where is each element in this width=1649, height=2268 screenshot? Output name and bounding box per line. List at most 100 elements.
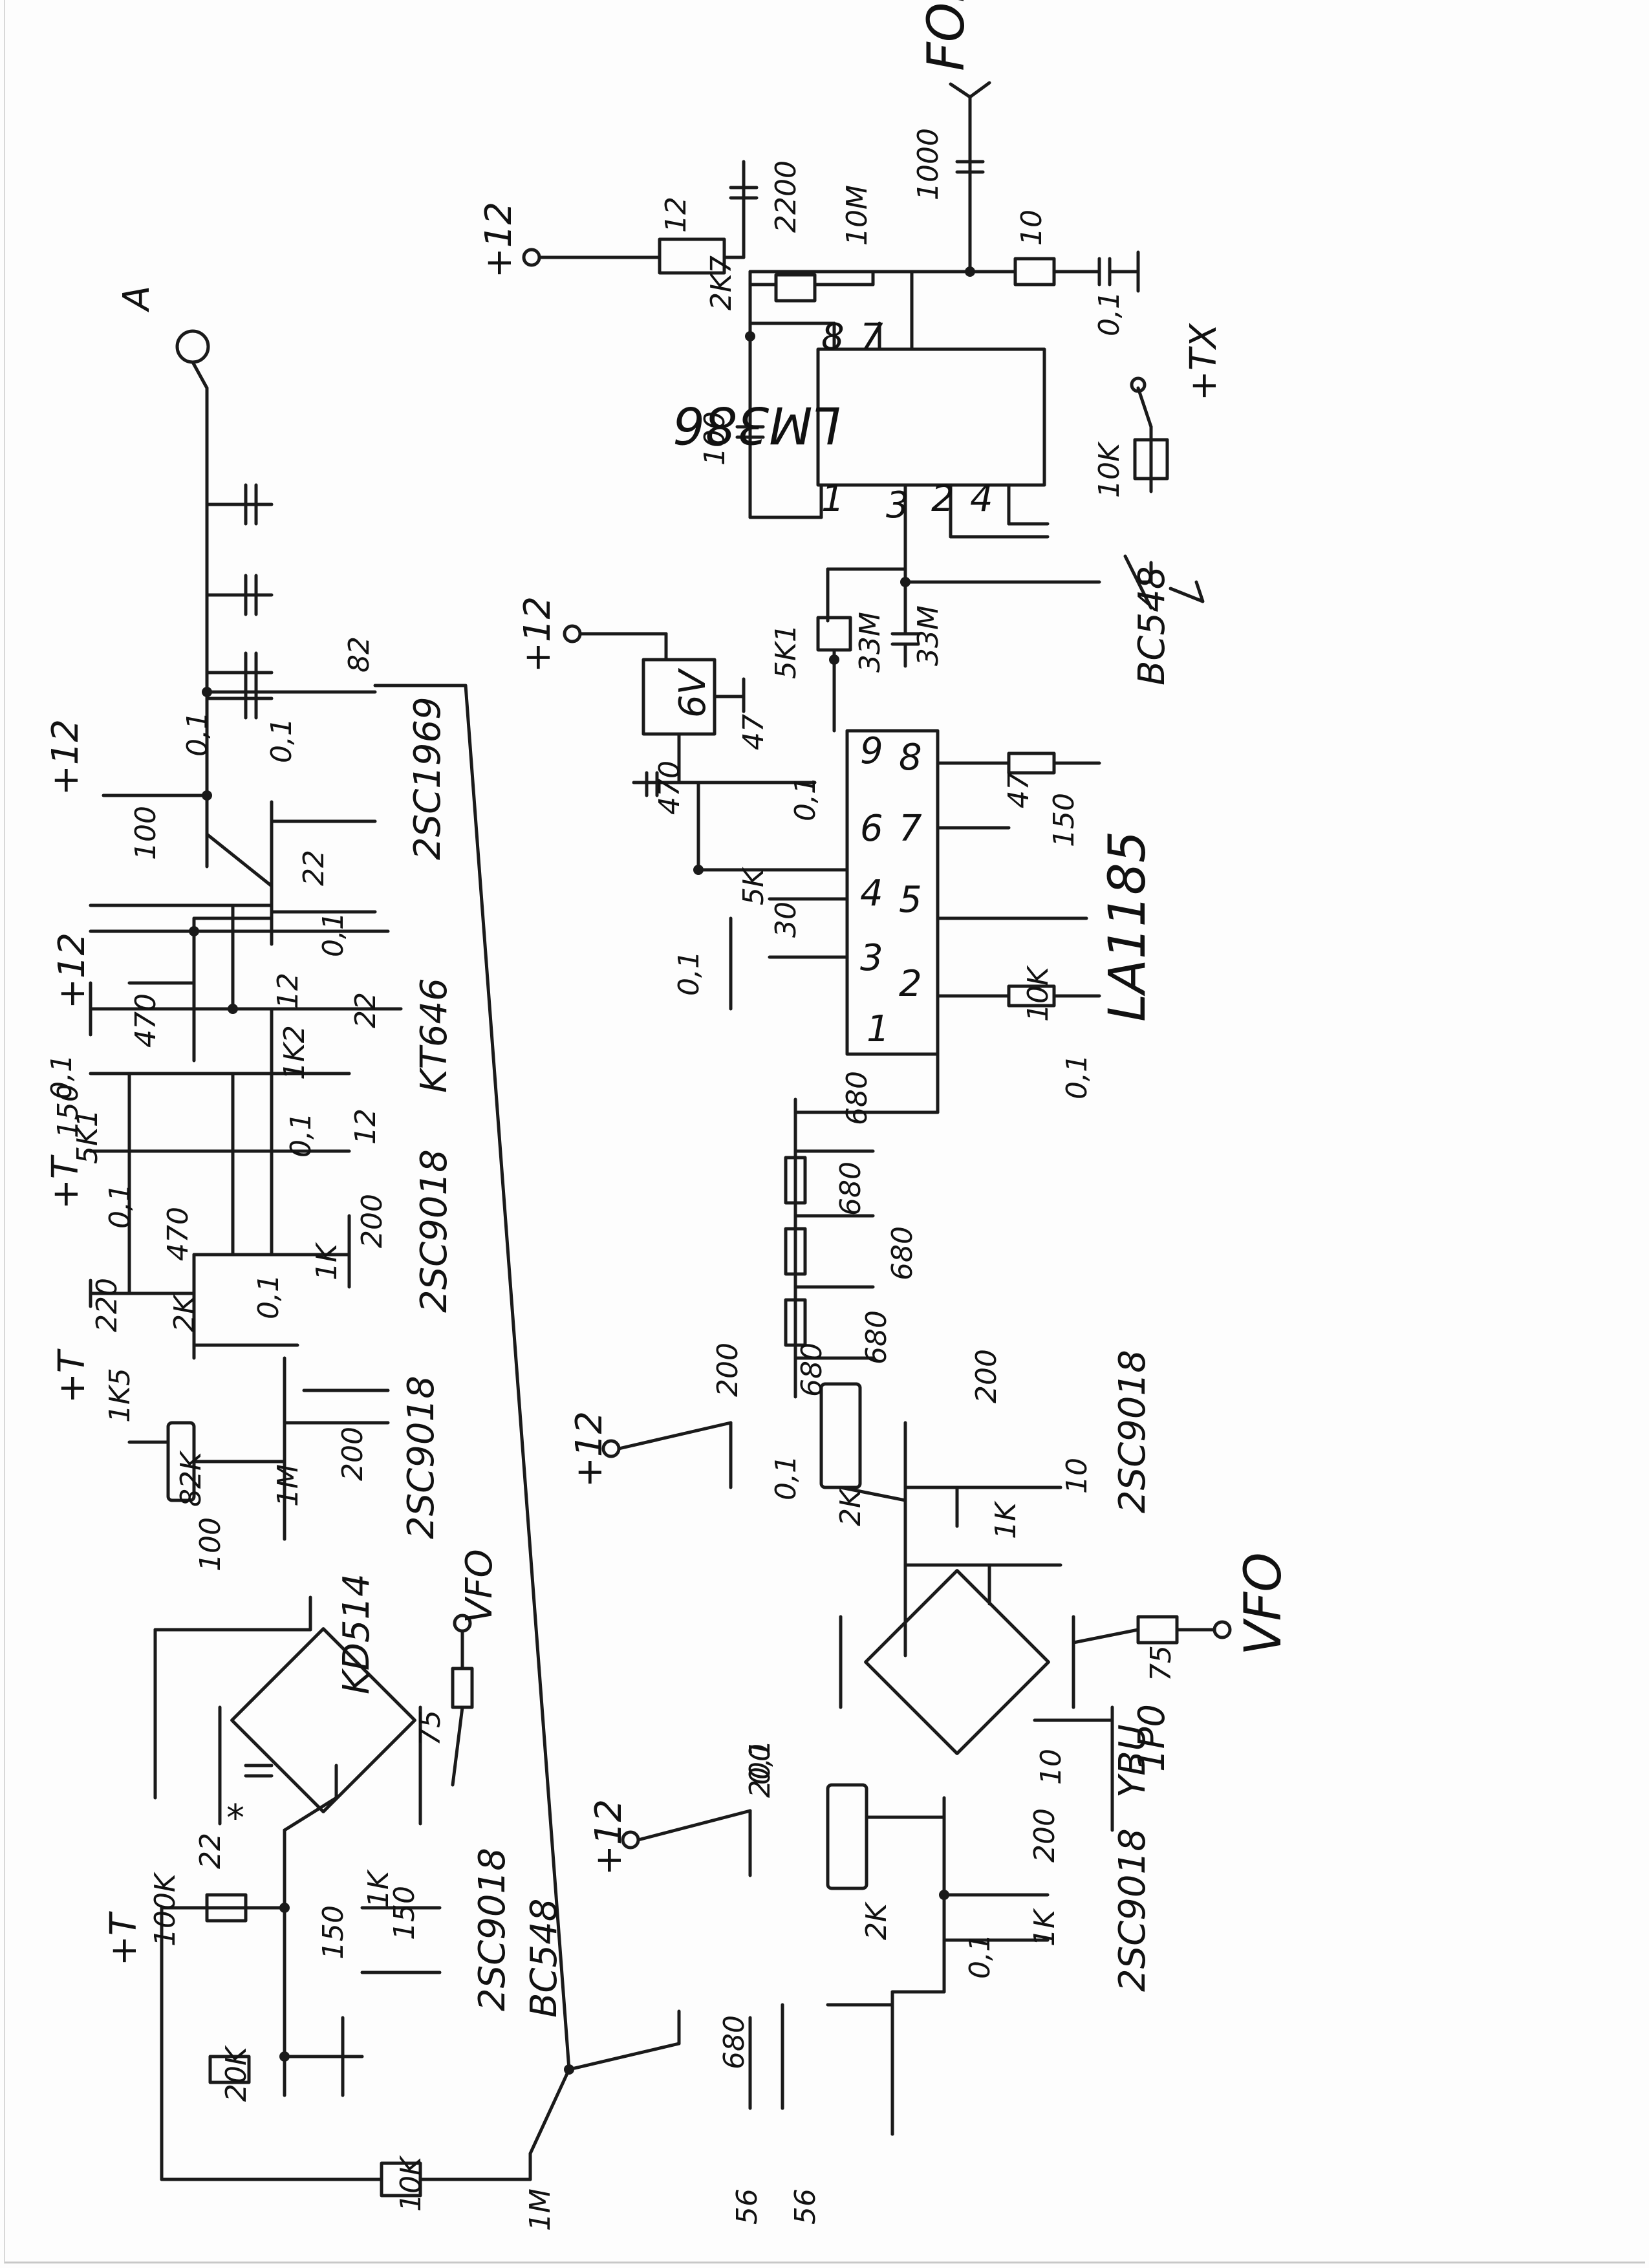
switch-right-label: BC548: [1131, 567, 1173, 686]
tx-osc-transistor-label: 2SC9018: [471, 1848, 513, 2011]
pin-number: 1: [867, 1008, 890, 1050]
value-label: 0,1: [964, 1934, 997, 1979]
tx-pre-transistor-label: 2SC9018: [413, 1149, 455, 1313]
value-label: 2K: [860, 1901, 893, 1940]
value-label: 56: [789, 2188, 822, 2225]
value-label: 200: [711, 1343, 744, 1397]
pin-number: 5: [899, 879, 922, 921]
value-label: 100: [698, 411, 731, 466]
low-pass-filter: [175, 329, 377, 694]
value-label: 1K: [310, 1242, 343, 1280]
value-label: 0,1: [770, 1455, 803, 1500]
value-label: 0,1: [744, 1740, 777, 1785]
value-label: 12: [660, 197, 693, 233]
value-label: 0,1: [789, 776, 822, 821]
supply-terminal-audio: [522, 248, 541, 267]
lm386-label: LM386: [673, 395, 841, 453]
supply-label-rx-amp: +12: [568, 1411, 610, 1487]
value-label: 680: [841, 1071, 874, 1125]
crystal-1: [784, 1156, 807, 1205]
pin-number: 2: [899, 963, 922, 1005]
value-label: 100: [194, 1517, 227, 1571]
pa-transistor-label: 2SC1969: [407, 697, 449, 860]
vfo-right-label: VFO: [1234, 1552, 1293, 1656]
value-label: 1000: [912, 128, 945, 200]
pin-number: 8: [821, 316, 845, 358]
sheet-border: [4, 0, 1645, 2263]
value-label: 5K1: [770, 624, 803, 679]
value-label: 470: [129, 993, 162, 1048]
value-label: 2K7: [705, 255, 738, 310]
value-label: 1K5: [103, 1368, 136, 1423]
la1185-label: LA1185: [1099, 831, 1157, 1022]
value-label: 1K: [362, 1869, 395, 1908]
value-label: 200: [336, 1427, 369, 1481]
value-label: 1M: [272, 1464, 305, 1507]
value-label: 22: [349, 992, 382, 1028]
value-label: 30: [770, 902, 803, 938]
value-label: 75: [414, 1710, 447, 1746]
value-label: 0,1: [103, 1183, 136, 1229]
crystal-3: [784, 1298, 807, 1347]
value-label: 2K: [834, 1487, 867, 1526]
receiver-section: [563, 616, 1101, 1114]
transistor-arrow-icon: [1169, 580, 1205, 603]
value-label: 0,1: [252, 1274, 285, 1319]
supply-label-audio: +12: [478, 202, 520, 278]
pin-number: 8: [899, 737, 922, 779]
value-label: 82: [343, 636, 376, 673]
antenna-label: A: [116, 286, 158, 312]
pin-number: 4: [970, 478, 993, 520]
headphone-jack-icon: [949, 81, 991, 99]
antenna-connector-icon: [175, 329, 210, 364]
supply-label-pa: +12: [45, 719, 87, 795]
value-label: 56: [731, 2188, 764, 2225]
tx-oscillator-section: [153, 684, 894, 2198]
value-label: 150: [1048, 793, 1081, 847]
value-label: 12: [349, 1108, 382, 1145]
pin-number: 2: [931, 478, 954, 520]
value-label: 10K: [1093, 441, 1126, 498]
value-label: 47: [737, 714, 770, 750]
pin-number: 1: [821, 478, 845, 520]
supply-label-rx-amp2: +12: [588, 1799, 630, 1875]
value-label: 0,1: [1093, 291, 1126, 336]
value-label: 1K2: [278, 1025, 311, 1080]
diode-ring-label: KD514: [336, 1573, 378, 1694]
pin-number: 3: [886, 484, 909, 526]
value-label: 0,1: [673, 951, 706, 996]
adjust-mark-label: *: [226, 1797, 244, 1839]
ybu-label: YBU: [1112, 1724, 1154, 1798]
value-label: 82K: [175, 1450, 208, 1507]
value-label: 150: [388, 1886, 421, 1940]
value-label: 0,1: [45, 1054, 78, 1099]
value-label: 200: [356, 1194, 389, 1248]
value-label: 12: [272, 973, 305, 1009]
value-label: 0,1: [317, 912, 350, 957]
value-label: 470: [162, 1207, 195, 1261]
tx-mix-transistor-label: 2SC9018: [400, 1376, 442, 1539]
pin-number: 3: [860, 937, 883, 979]
pin-number: 7: [899, 808, 922, 850]
regulator-label: 6V: [672, 667, 714, 718]
tx-amplifier-chain: [89, 677, 403, 1541]
supply-label-driver: +12: [51, 933, 93, 1009]
value-label: 100K: [149, 1872, 182, 1947]
switch-left-label: BC548: [523, 1899, 565, 2018]
crystal-2: [784, 1227, 807, 1276]
supply-label-rx: +12: [517, 596, 559, 673]
rx-amp1-transistor-label: 2SC9018: [1112, 1350, 1154, 1513]
value-label: 200: [970, 1349, 1003, 1403]
value-label: 1K: [989, 1500, 1022, 1539]
value-label: 10: [1015, 210, 1048, 246]
value-label: 2K: [168, 1293, 201, 1332]
audio-amplifier-section: [522, 81, 1205, 668]
lm386-chip: [816, 347, 1046, 487]
diode-ring-rx: [864, 1569, 1050, 1755]
value-label: 20K: [220, 2045, 253, 2102]
value-label: 0,1: [265, 718, 298, 763]
pin-number: 6: [860, 808, 883, 850]
tx-supply-label: +TX: [1183, 323, 1225, 401]
